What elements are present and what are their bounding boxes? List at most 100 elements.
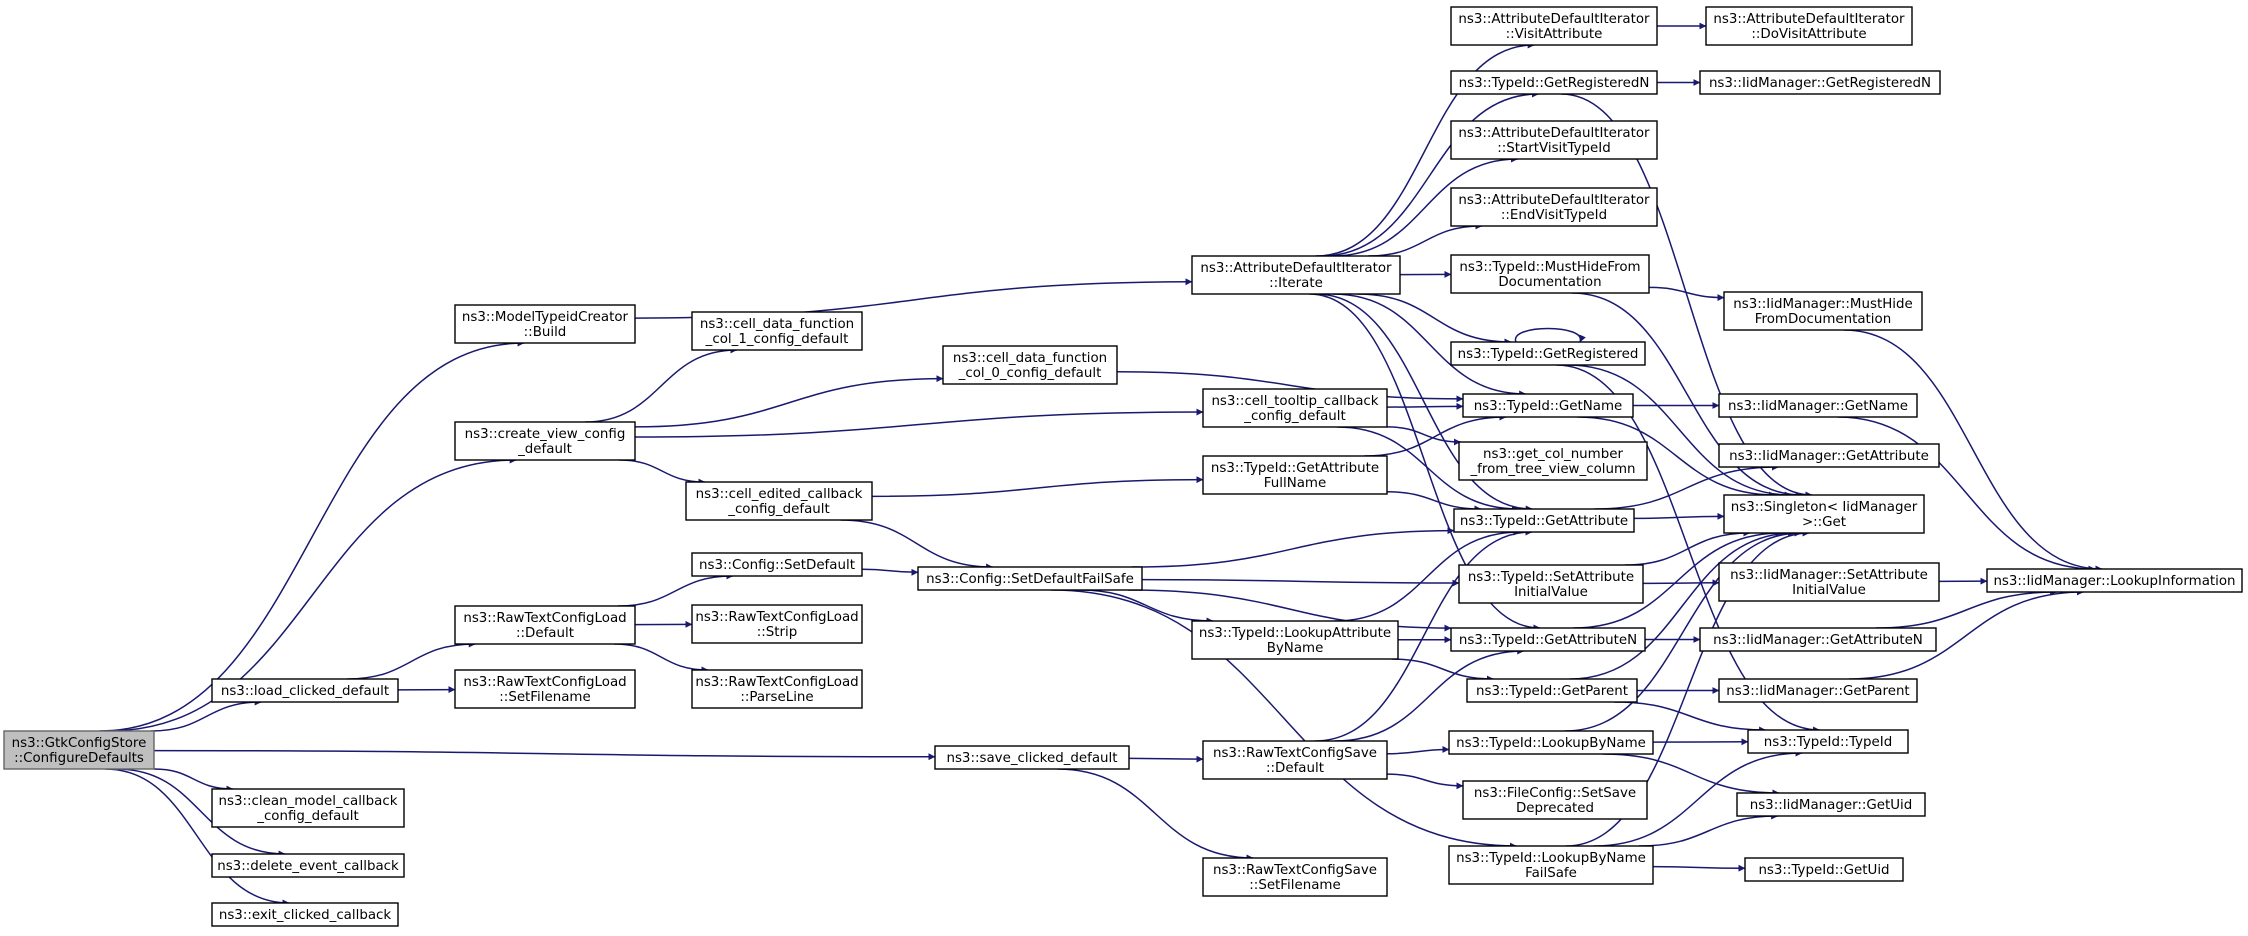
call-edge: [1573, 529, 1783, 629]
graph-node-tgu[interactable]: ns3::TypeId::GetUid: [1744, 857, 1904, 882]
node-label-line: ns3::GtkConfigStore: [12, 736, 147, 751]
node-label-line: ::DoVisitAttribute: [1751, 27, 1866, 42]
graph-node-ctc[interactable]: ns3::cell_tooltip_callback_config_defaul…: [1202, 388, 1388, 428]
graph-node-rtcss[interactable]: ns3::RawTextConfigSave::SetFilename: [1202, 857, 1388, 897]
node-label-line: ::SetFilename: [1249, 878, 1340, 893]
call-edge: [347, 640, 476, 680]
node-box: [211, 788, 405, 828]
node-label-line: ::Build: [524, 325, 567, 340]
node-box: [1462, 393, 1634, 418]
graph-node-lcd[interactable]: ns3::load_clicked_default: [211, 678, 399, 703]
graph-node-imgu[interactable]: ns3::IidManager::GetUid: [1736, 792, 1926, 817]
call-edge: [1364, 413, 1507, 457]
graph-node-adisv[interactable]: ns3::AttributeDefaultIterator::StartVisi…: [1450, 120, 1658, 160]
graph-node-rtclsf[interactable]: ns3::RawTextConfigLoad::SetFilename: [454, 669, 636, 709]
graph-node-rtcls[interactable]: ns3::RawTextConfigLoad::Strip: [691, 604, 863, 644]
graph-node-adii[interactable]: ns3::AttributeDefaultIterator::Iterate: [1191, 255, 1401, 295]
graph-node-imgan[interactable]: ns3::IidManager::GetAttributeN: [1699, 627, 1937, 652]
call-edge: [1141, 578, 1460, 587]
graph-node-tgp[interactable]: ns3::TypeId::GetParent: [1466, 678, 1638, 703]
graph-node-tga[interactable]: ns3::TypeId::GetAttribute: [1453, 508, 1635, 533]
graph-node-scd[interactable]: ns3::save_clicked_default: [934, 745, 1130, 770]
graph-node-rtcsd[interactable]: ns3::RawTextConfigSave::Default: [1202, 740, 1388, 780]
node-label-line: ns3::IidManager::GetParent: [1726, 684, 1909, 699]
node-box: [691, 669, 863, 709]
graph-node-tgn[interactable]: ns3::TypeId::GetName: [1462, 393, 1634, 418]
node-box: [1450, 120, 1658, 160]
graph-node-imli[interactable]: ns3::IidManager::LookupInformation: [1986, 568, 2243, 593]
call-edge: [1565, 529, 1810, 847]
node-label-line: ns3::cell_edited_callback: [696, 487, 863, 502]
node-label-line: ns3::Config::SetDefaultFailSafe: [926, 572, 1134, 587]
node-label-line: ns3::AttributeDefaultIterator: [1458, 126, 1650, 141]
call-edge: [1569, 529, 1796, 680]
node-label-line: _config_default: [727, 502, 829, 517]
node-box: [934, 745, 1130, 770]
node-label-line: ::Default: [516, 626, 574, 641]
call-edge: [585, 346, 738, 423]
node-box: [1458, 564, 1644, 604]
node-box: [1202, 455, 1388, 495]
node-label-line: ns3::TypeId::TypeId: [1764, 735, 1892, 750]
graph-node-tgan[interactable]: ns3::TypeId::GetAttributeN: [1450, 627, 1646, 652]
graph-node-cdf0[interactable]: ns3::cell_data_function_col_0_config_def…: [942, 345, 1118, 385]
node-label-line: ns3::TypeId::LookupByName: [1456, 736, 1646, 751]
graph-node-tti[interactable]: ns3::TypeId::TypeId: [1747, 729, 1909, 754]
graph-node-tgr[interactable]: ns3::TypeId::GetRegistered: [1450, 341, 1646, 366]
call-edge: [1332, 155, 1519, 257]
graph-node-dec[interactable]: ns3::delete_event_callback: [211, 853, 405, 878]
graph-node-root[interactable]: ns3::GtkConfigStore::ConfigureDefaults: [3, 730, 155, 770]
node-box: [1718, 393, 1918, 418]
graph-node-gcn[interactable]: ns3::get_col_number_from_tree_view_colum…: [1458, 441, 1648, 481]
graph-node-csd[interactable]: ns3::Config::SetDefault: [691, 552, 863, 577]
graph-node-imga[interactable]: ns3::IidManager::GetAttribute: [1718, 443, 1940, 468]
graph-node-imgrn[interactable]: ns3::IidManager::GetRegisteredN: [1699, 70, 1941, 95]
graph-node-sig[interactable]: ns3::Singleton< IidManager >::Get: [1723, 494, 1925, 534]
graph-node-rtclp[interactable]: ns3::RawTextConfigLoad::ParseLine: [691, 669, 863, 709]
node-label-line: ns3::AttributeDefaultIterator: [1200, 261, 1392, 276]
graph-node-cec[interactable]: ns3::cell_edited_callback_config_default: [685, 481, 873, 521]
graph-node-tlbn[interactable]: ns3::TypeId::LookupByName: [1448, 730, 1654, 755]
call-edge: [153, 768, 234, 793]
graph-node-adiev[interactable]: ns3::AttributeDefaultIterator::EndVisitT…: [1450, 187, 1658, 227]
call-edge: [1556, 364, 1821, 734]
node-label-line: ns3::TypeId::LookupByName: [1456, 851, 1646, 866]
graph-node-cdf1[interactable]: ns3::cell_data_function_col_1_config_def…: [691, 311, 863, 351]
graph-node-cvc[interactable]: ns3::create_view_config_default: [454, 421, 636, 461]
node-box: [1466, 678, 1638, 703]
node-label-line: ns3::clean_model_callback: [219, 794, 398, 809]
node-label-line: Documentation: [1498, 275, 1601, 290]
call-edge: [1571, 292, 1803, 499]
node-label-line: ns3::IidManager::GetAttribute: [1729, 449, 1929, 464]
node-label-line: ns3::create_view_config: [465, 427, 626, 442]
graph-node-ecc[interactable]: ns3::exit_clicked_callback: [211, 902, 399, 927]
graph-node-csdfs[interactable]: ns3::Config::SetDefaultFailSafe: [917, 566, 1143, 591]
node-label-line: ns3::TypeId::GetAttribute: [1211, 461, 1379, 476]
graph-node-cmc[interactable]: ns3::clean_model_callback_config_default: [211, 788, 405, 828]
graph-node-imgn[interactable]: ns3::IidManager::GetName: [1718, 393, 1918, 418]
graph-node-adidva[interactable]: ns3::AttributeDefaultIterator::DoVisitAt…: [1705, 6, 1913, 46]
node-label-line: ::ParseLine: [740, 690, 813, 705]
graph-node-mtc[interactable]: ns3::ModelTypeidCreator::Build: [454, 304, 636, 344]
call-edge: [1334, 647, 1525, 742]
call-edge: [99, 339, 525, 732]
nodes-layer: ns3::GtkConfigStore::ConfigureDefaultsns…: [3, 6, 2243, 927]
call-edge: [1386, 402, 1464, 410]
graph-node-adiva[interactable]: ns3::AttributeDefaultIterator::VisitAttr…: [1450, 6, 1658, 46]
node-label-line: ::Strip: [757, 625, 798, 640]
graph-node-imsaiv[interactable]: ns3::IidManager::SetAttributeInitialValu…: [1718, 562, 1940, 602]
graph-node-tgrn[interactable]: ns3::TypeId::GetRegisteredN: [1450, 70, 1658, 95]
graph-node-imgp[interactable]: ns3::IidManager::GetParent: [1718, 678, 1918, 703]
graph-node-rtcld[interactable]: ns3::RawTextConfigLoad::Default: [454, 605, 636, 645]
graph-node-immhfd[interactable]: ns3::IidManager::MustHideFromDocumentati…: [1723, 291, 1923, 331]
node-label-line: _config_default: [256, 809, 358, 824]
call-edge: [619, 459, 706, 486]
node-box: [1705, 6, 1913, 46]
